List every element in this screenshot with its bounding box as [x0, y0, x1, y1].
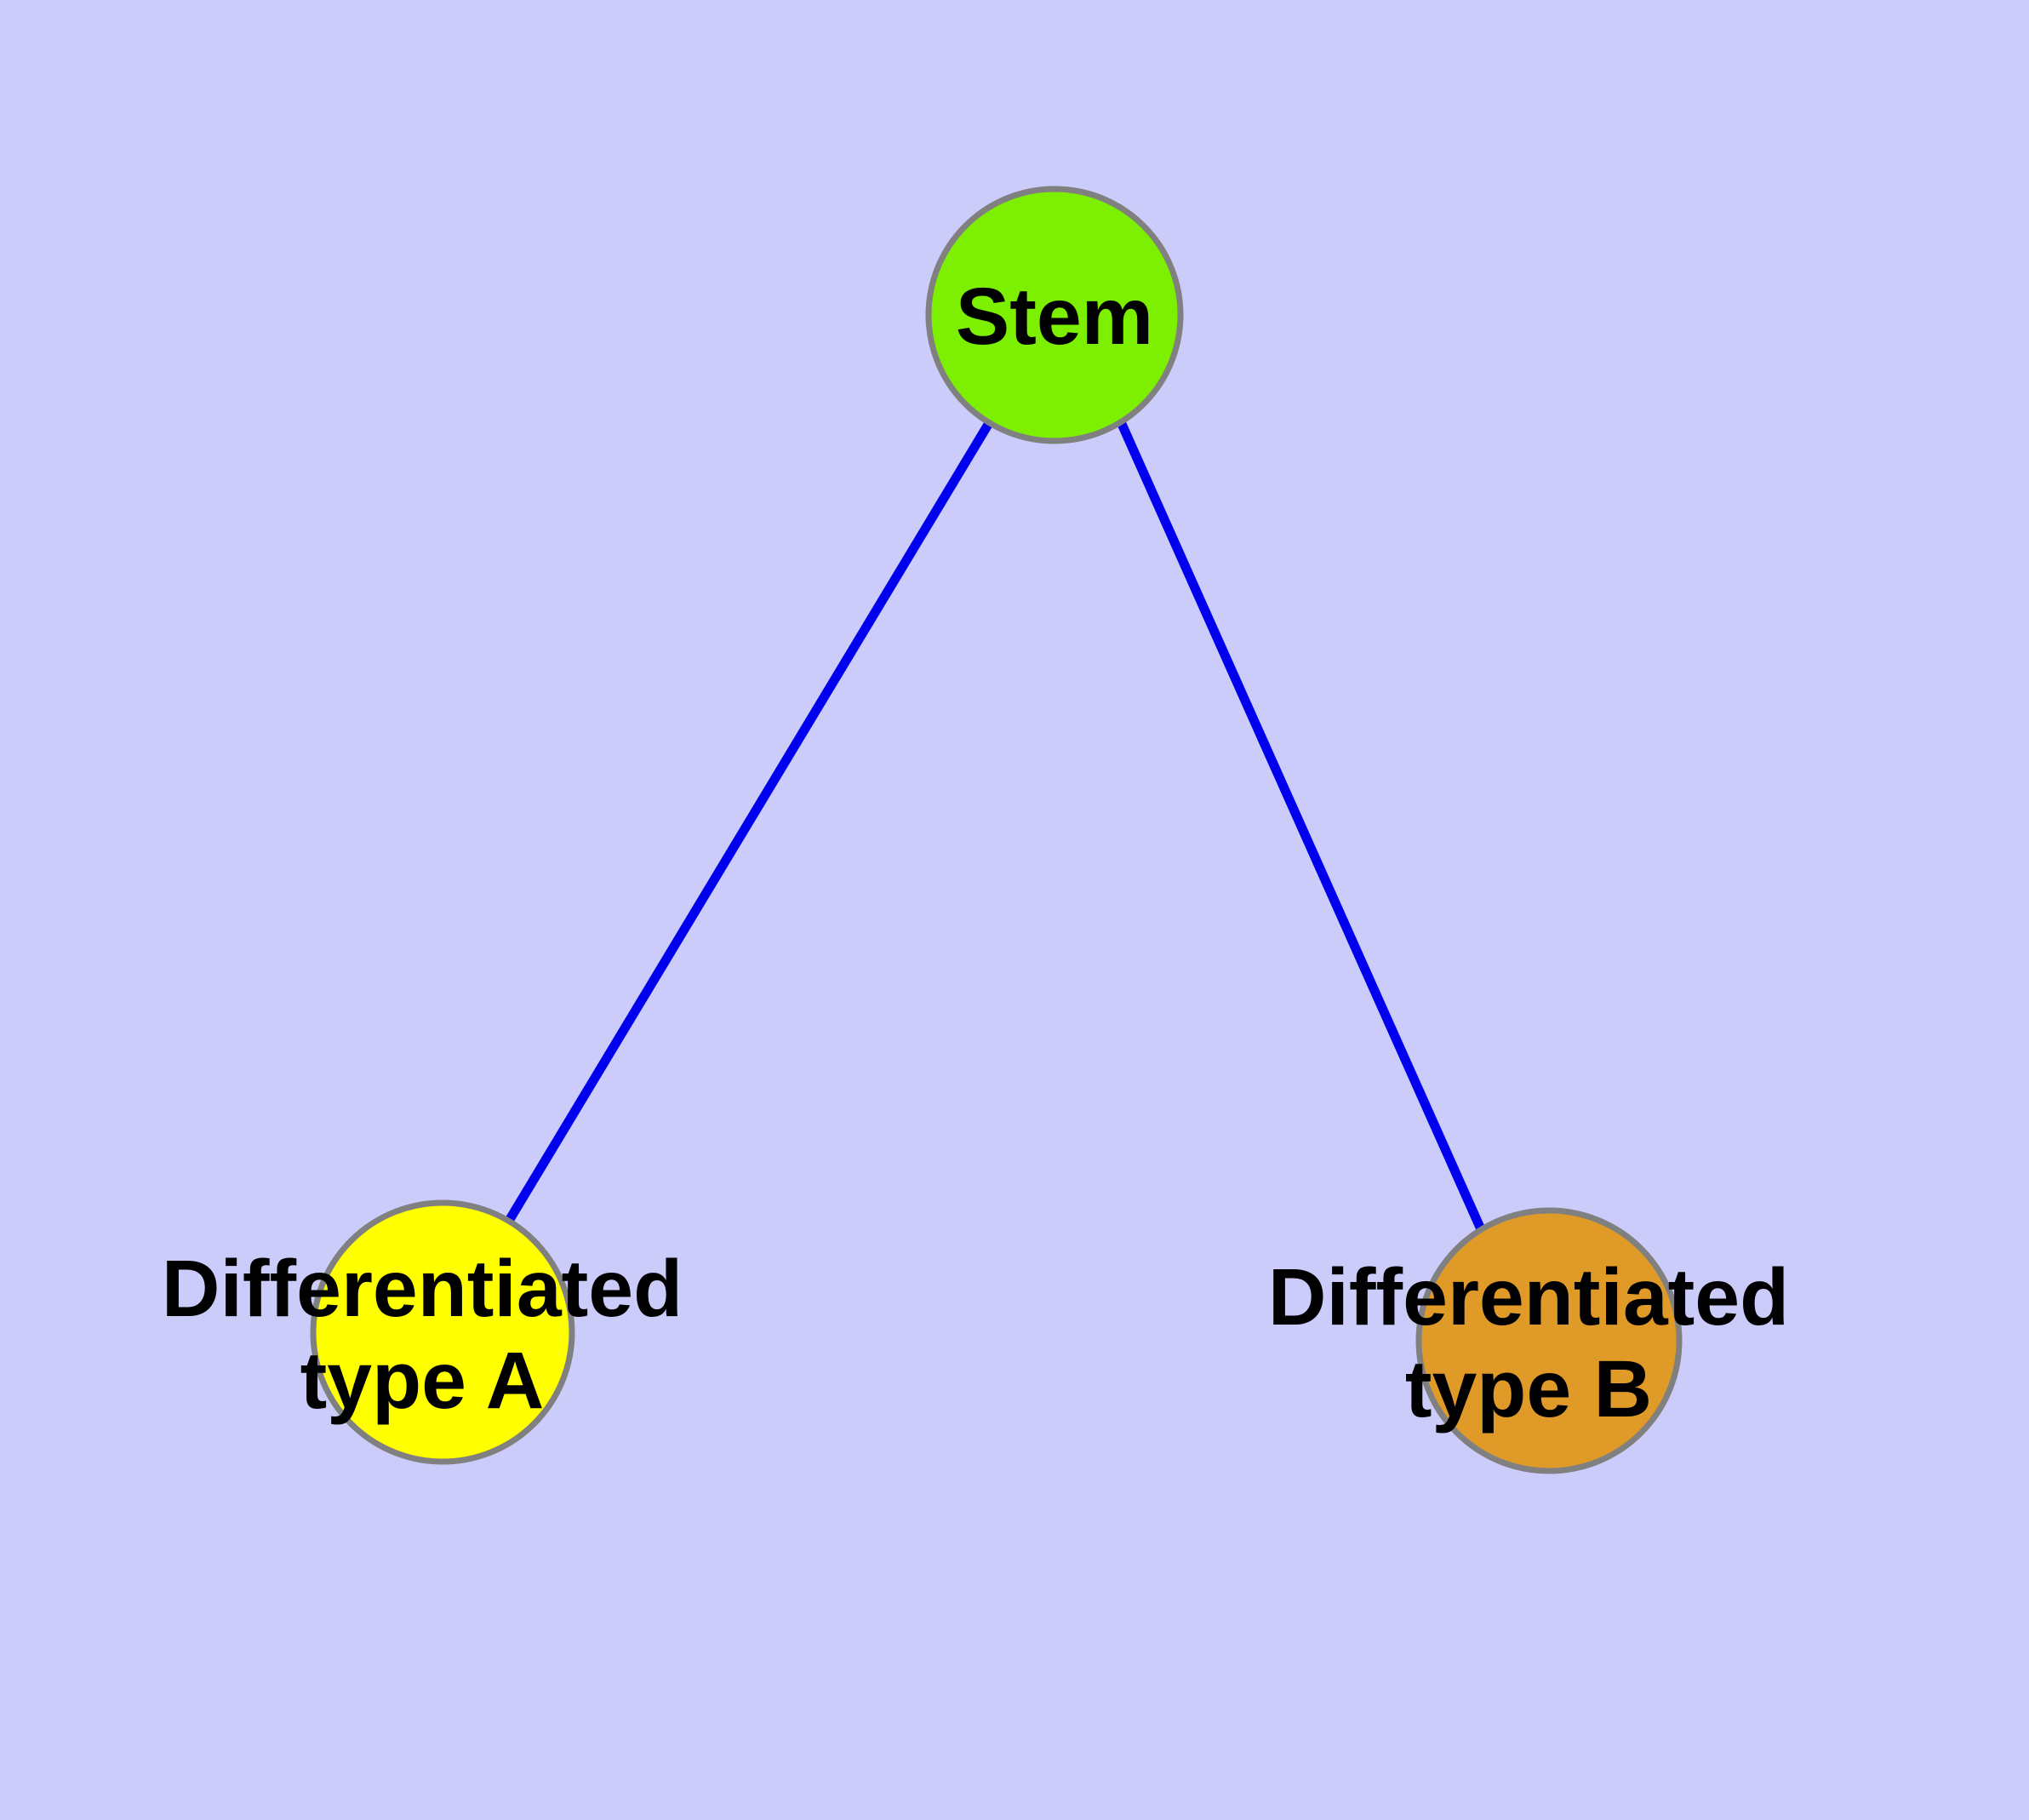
node-differentiated-type-b-circle[interactable]	[1415, 1207, 1683, 1474]
node-stem[interactable]: Stem	[925, 186, 1184, 444]
edge-layer	[505, 421, 1486, 1232]
node-stem-circle[interactable]	[925, 186, 1184, 444]
edge-stem-to-differentiated-type-a	[505, 421, 993, 1223]
edge-stem-to-differentiated-type-b	[1117, 421, 1486, 1232]
node-differentiated-type-a-circle[interactable]	[310, 1199, 575, 1465]
node-stem-label: Stem	[956, 272, 1153, 362]
